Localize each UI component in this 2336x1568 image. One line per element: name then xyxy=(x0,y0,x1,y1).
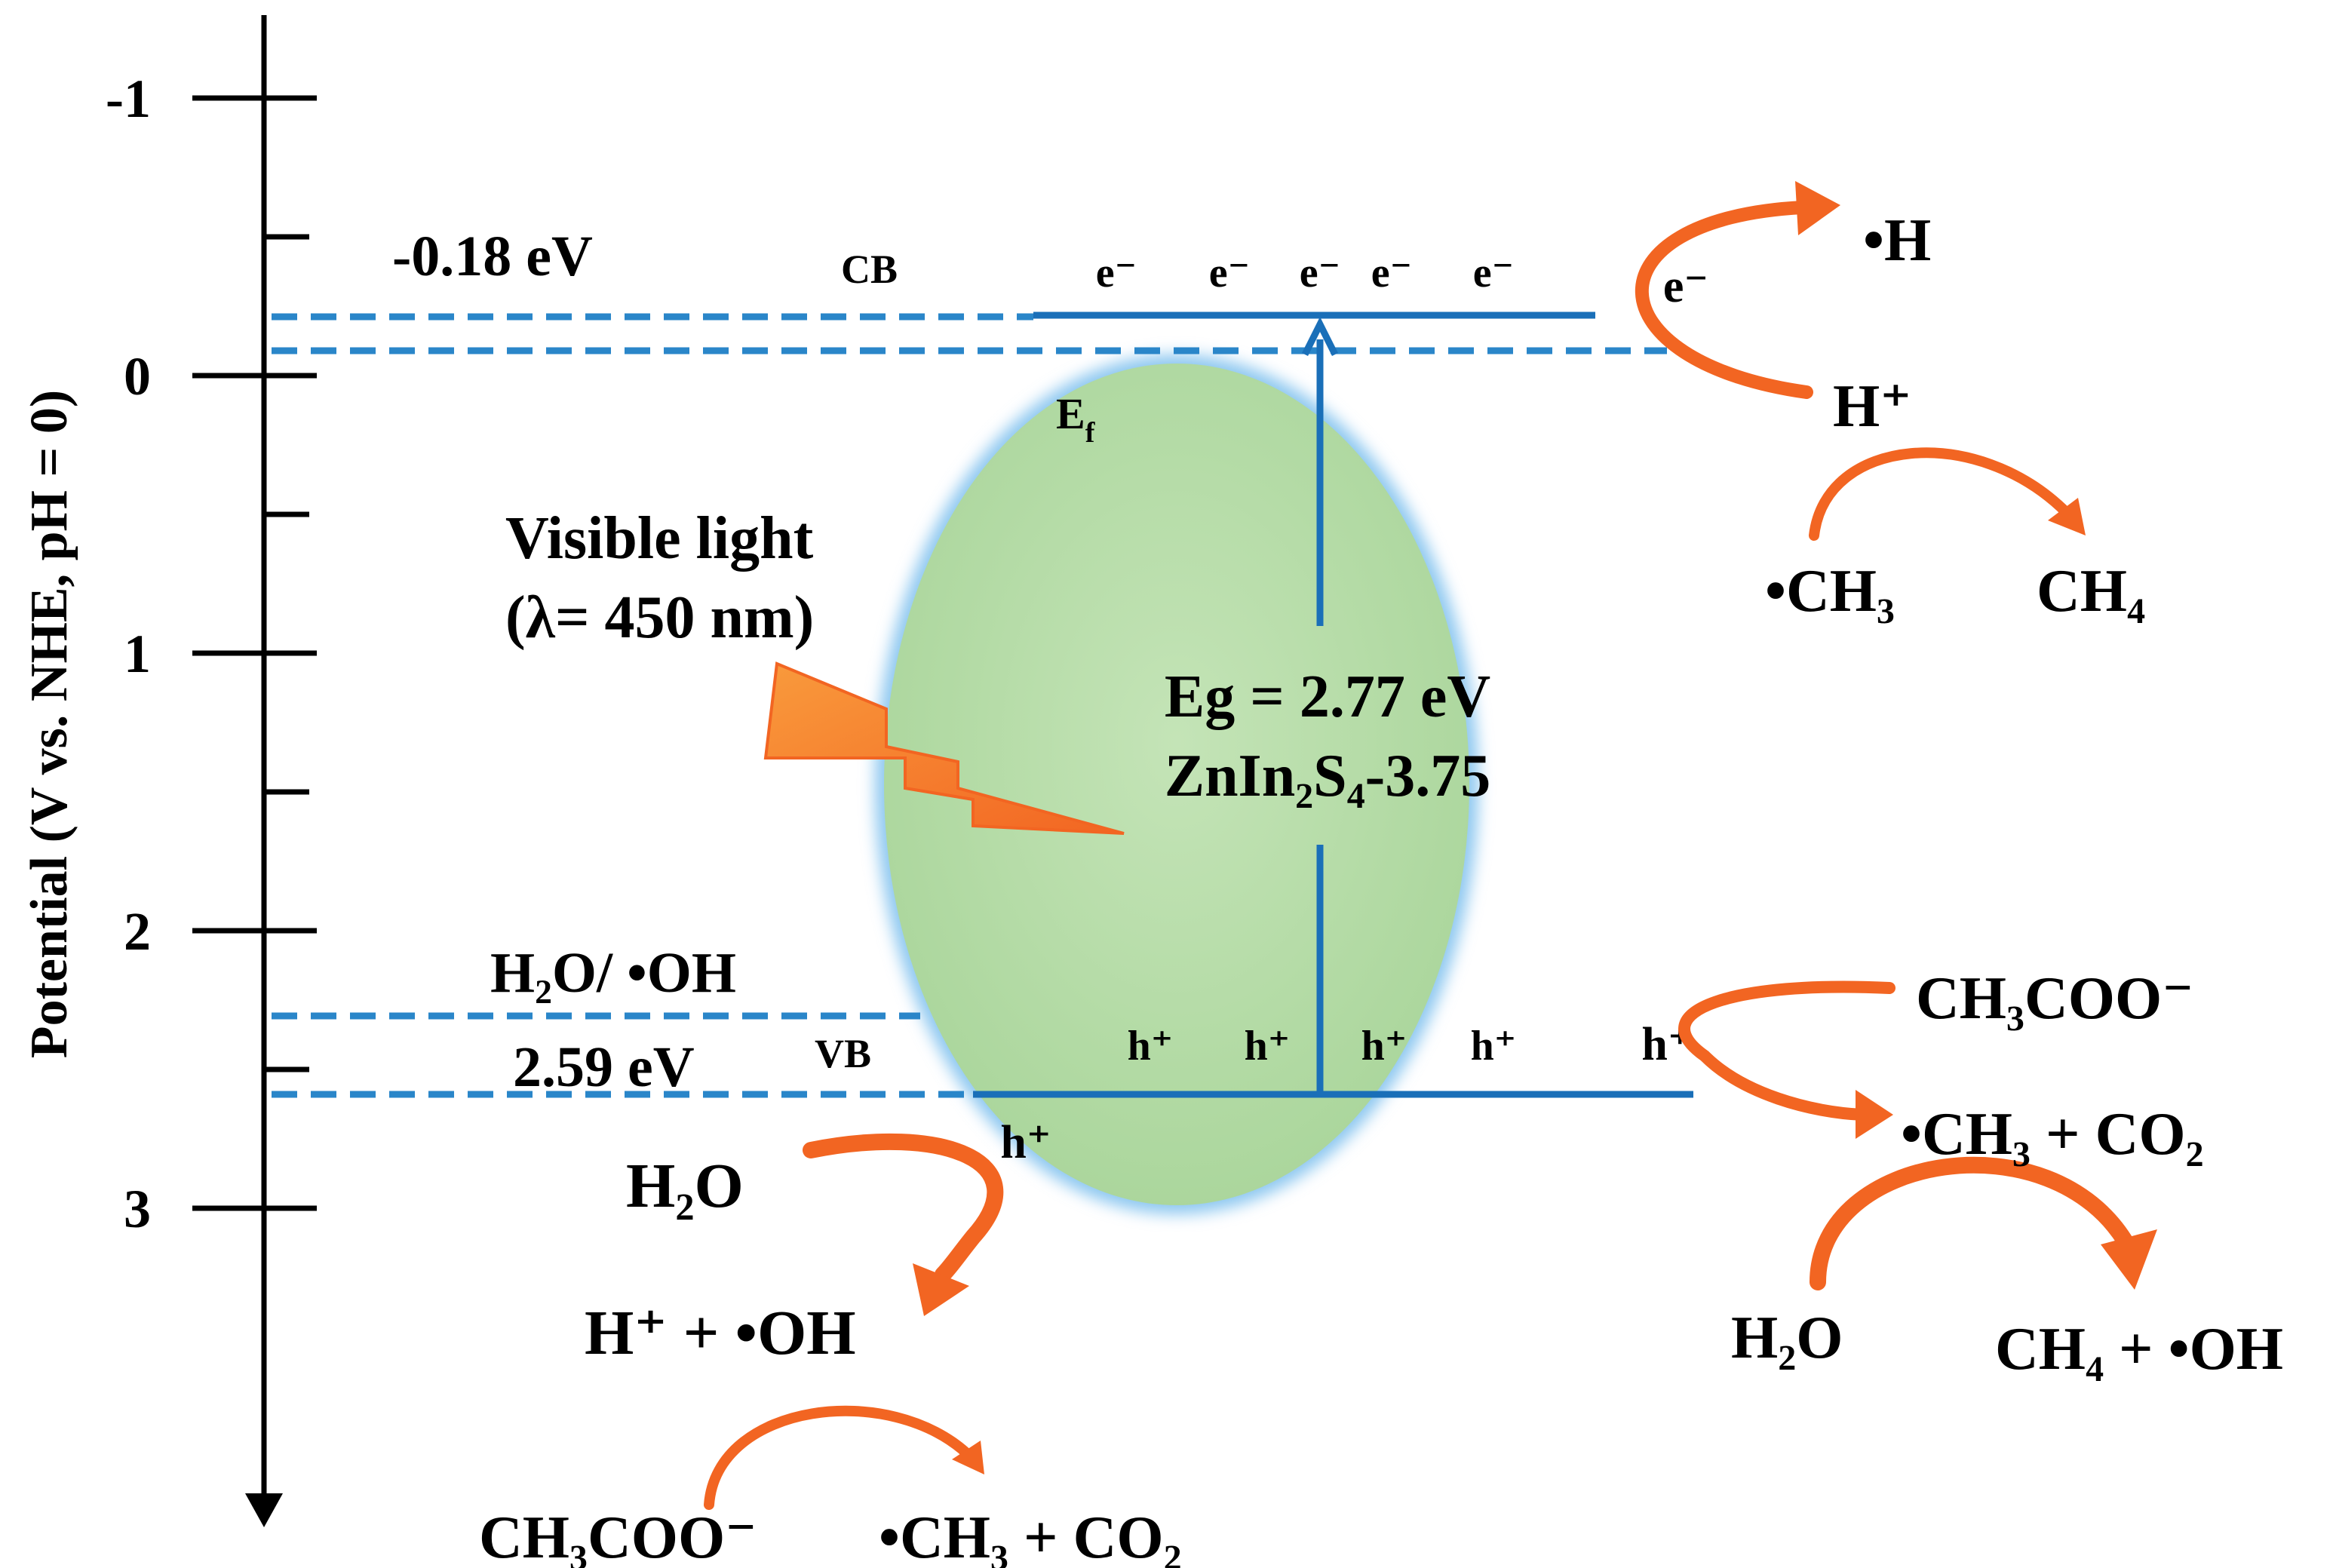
dashed-levels xyxy=(272,313,1667,1098)
tick-label: 0 xyxy=(124,346,151,407)
potential-axis: -1 0 1 2 3 Potential (V vs. NHE, pH = 0) xyxy=(20,15,317,1527)
edge-electron: e⁻ xyxy=(1663,261,1708,312)
arrow-h2o-to-hplus xyxy=(803,1133,1004,1283)
axis-title: Potential (V vs. NHE, pH = 0) xyxy=(20,390,78,1058)
arrowhead xyxy=(913,1263,969,1316)
cb-value-label: -0.18 eV xyxy=(392,225,593,288)
acetate-right-label: CH₃COO⁻ xyxy=(1916,965,2193,1032)
ch4-label: CH₄ xyxy=(2037,558,2145,624)
reaction-arrows xyxy=(704,181,2157,1510)
excitation-arrowhead xyxy=(1301,316,1339,357)
vb-value-label: 2.59 eV xyxy=(513,1036,695,1099)
edge-hole-left: h⁺ xyxy=(1000,1117,1051,1168)
visible-light-label: Visible light xyxy=(505,505,814,572)
arrowhead xyxy=(1795,181,1840,235)
electron: e⁻ xyxy=(1473,250,1514,296)
h2o-oh-label: H₂O/ •OH xyxy=(490,941,736,1005)
hole: h⁺ xyxy=(1128,1023,1174,1069)
arrowhead xyxy=(1856,1090,1893,1139)
band-gap-label: Eg = 2.77 eV xyxy=(1165,664,1490,730)
axis-arrowhead xyxy=(245,1493,283,1527)
h2o-left-label: H₂O xyxy=(626,1151,744,1221)
electrons: e⁻ e⁻ e⁻ e⁻ e⁻ xyxy=(1096,250,1514,296)
tick-label: 3 xyxy=(124,1179,151,1239)
electron: e⁻ xyxy=(1209,250,1250,296)
h-plus-label: H⁺ xyxy=(1833,373,1911,440)
tick-label: -1 xyxy=(106,69,151,129)
h2o-right-label: H₂O xyxy=(1731,1305,1843,1371)
ch3-radical-label: •CH₃ xyxy=(1765,558,1895,624)
arrow-ch3-to-ch4 xyxy=(1809,447,2072,541)
cb-label: CB xyxy=(841,247,898,292)
arrowhead xyxy=(952,1441,984,1474)
electron: e⁻ xyxy=(1371,250,1412,296)
tick-label: 1 xyxy=(124,624,151,684)
arrowhead xyxy=(2101,1229,2157,1290)
tick-label: 2 xyxy=(124,901,151,962)
electron: e⁻ xyxy=(1096,250,1137,296)
material-label: ZnIn₂S₄-3.75 xyxy=(1165,743,1491,809)
electron: e⁻ xyxy=(1300,250,1340,296)
ch3-co2-right-label: •CH₃ + CO₂ xyxy=(1901,1101,2204,1168)
bands xyxy=(973,311,1693,1098)
hole: h⁺ xyxy=(1471,1023,1517,1069)
fermi-label: Ef xyxy=(1056,389,1096,449)
arrow-h2o-to-ch4 xyxy=(1810,1156,2135,1290)
wavelength-label: (λ= 450 nm) xyxy=(505,585,814,651)
ch4-oh-label: CH₄ + •OH xyxy=(1995,1316,2283,1382)
arrow-acetate-to-ch3-left xyxy=(704,1405,975,1510)
arrow-acetate-to-ch3-right xyxy=(1678,980,1896,1121)
hole: h⁺ xyxy=(1361,1023,1407,1069)
vb-label: VB xyxy=(815,1031,871,1076)
acetate-left-label: CH₃COO⁻ xyxy=(479,1505,757,1568)
arrow-electron-to-h xyxy=(1635,201,1813,399)
lightning-bolt-icon xyxy=(763,661,1125,835)
ch3-co2-left-label: •CH₃ + CO₂ xyxy=(879,1505,1182,1568)
hole: h⁺ xyxy=(1245,1023,1291,1069)
h-radical-label: •H xyxy=(1863,207,1931,274)
holes: h⁺ h⁺ h⁺ h⁺ xyxy=(1128,1023,1517,1069)
arrowhead xyxy=(2048,498,2086,535)
hplus-oh-label: H⁺ + •OH xyxy=(585,1298,856,1368)
